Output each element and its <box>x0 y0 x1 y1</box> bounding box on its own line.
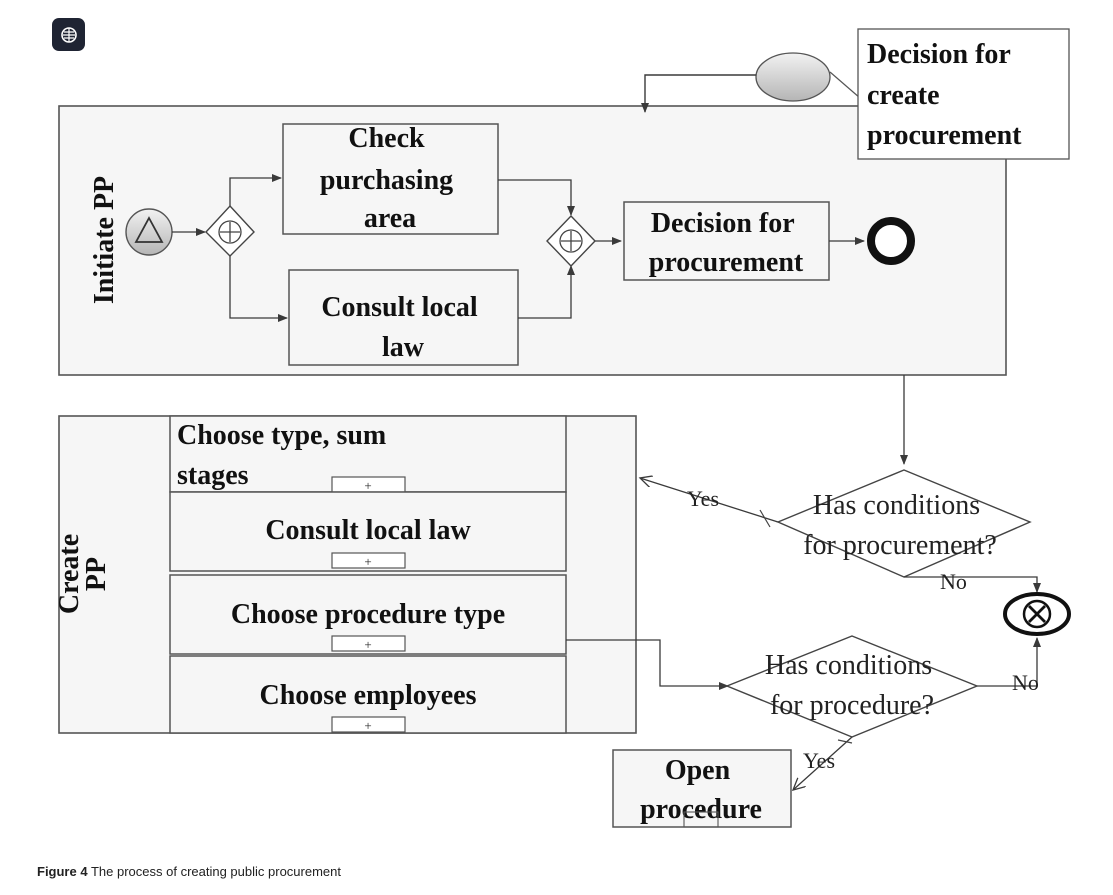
subprocess-1-line1: Choose type, sum <box>177 420 386 451</box>
gateway-procurement-line2: for procurement? <box>803 530 997 561</box>
gateway-procedure-line2: for procedure? <box>770 690 934 721</box>
app-badge[interactable] <box>52 18 85 51</box>
task-check-line2: purchasing <box>320 165 453 196</box>
flow-yes-create <box>640 478 779 523</box>
task-check-purchasing-area[interactable] <box>282 123 499 235</box>
flow-message-pool <box>641 74 756 113</box>
flow-no-right <box>977 637 1041 687</box>
svg-text:Decision for create pr: Decision for create procurement <box>867 39 1022 151</box>
task-check-line1: Check <box>348 123 425 154</box>
task-open-procedure[interactable] <box>612 749 792 828</box>
parallel-gateway-join <box>546 214 596 268</box>
annotation-line1: Decision for <box>867 39 1010 70</box>
task-decision-line2: procurement <box>649 247 804 278</box>
subprocess-4-expand[interactable] <box>331 716 406 733</box>
pool-initiate-label: Initiate PP <box>89 176 120 304</box>
flow-gateway-consult <box>229 256 288 322</box>
task-consult-line2: law <box>382 332 425 363</box>
subprocess-4-line1: Choose employees <box>260 680 477 711</box>
subprocess-3-plus: + <box>364 637 371 652</box>
svg-text:Has conditions for procure: Has conditions for procurement? <box>803 490 997 561</box>
svg-text:Check purchasing area: Check purchasing area <box>320 123 460 234</box>
cancel-end-event <box>1003 592 1071 636</box>
task-open-line1: Open <box>665 755 731 786</box>
brain-icon <box>60 26 77 43</box>
subprocess-1-plus: + <box>364 478 371 493</box>
subprocess-4-plus: + <box>364 718 371 733</box>
gateway-procedure-line1: Has conditions <box>765 650 932 681</box>
end-event <box>867 217 915 265</box>
subprocess-3-expand[interactable] <box>331 635 406 652</box>
caption-label: Figure 4 <box>37 864 88 879</box>
svg-text:Choose type, sum stages: Choose type, sum stages <box>177 420 393 491</box>
task-consult-line1: Consult local <box>321 292 478 323</box>
svg-text:Open procedure: Open procedure <box>640 755 762 825</box>
flow-label-yes-bottom: Yes <box>803 748 835 773</box>
svg-text:Consult local law: Consult local law <box>321 292 484 363</box>
gateway-procurement-line1: Has conditions <box>813 490 980 521</box>
subprocess-2-plus: + <box>364 554 371 569</box>
task-consult-local-law[interactable] <box>288 269 519 366</box>
task-decision-for-procurement[interactable] <box>623 201 830 281</box>
flow-no-cancel <box>904 576 1041 593</box>
task-check-line3: area <box>364 203 416 234</box>
default-slash-top <box>759 509 771 528</box>
annotation-decision-create <box>857 28 1070 160</box>
svg-text:Decision for procurement: Decision for procurement <box>649 208 804 278</box>
subprocess-1-line2: stages <box>177 460 249 491</box>
triangle-icon <box>134 216 164 243</box>
annotation-line2: create <box>867 80 940 111</box>
pool-create-label-1: Create <box>54 534 85 614</box>
start-event <box>125 208 173 256</box>
message-event <box>755 52 831 102</box>
svg-text:Has conditions for procedu: Has conditions for procedure? <box>765 650 939 721</box>
caption-text: The process of creating public procureme… <box>90 864 341 879</box>
figure-caption: Figure 4 The process of creating public … <box>37 864 341 879</box>
task-open-line2: procedure <box>640 794 762 825</box>
default-slash-bottom <box>837 739 853 744</box>
pool-create-label-2: PP <box>81 557 112 591</box>
flow-label-yes-top: Yes <box>687 486 719 511</box>
flow-label-no-right: No <box>1012 670 1039 695</box>
task-decision-line1: Decision for <box>651 208 794 239</box>
association-line <box>829 71 861 99</box>
subprocess-2-line1: Consult local law <box>265 515 471 546</box>
task-open-marker <box>683 811 719 828</box>
annotation-line3: procurement <box>867 120 1022 151</box>
flow-procedure-type-gateway <box>566 639 729 690</box>
subprocess-3-line1: Choose procedure type <box>231 599 505 630</box>
flow-label-no-top: No <box>940 569 967 594</box>
flow-consult-join <box>518 265 575 319</box>
close-icon <box>1028 605 1046 623</box>
subprocess-2-expand[interactable] <box>331 552 406 569</box>
flow-gateway-check <box>229 174 282 206</box>
flow-check-join <box>498 179 575 216</box>
flow-yes-open <box>793 736 853 790</box>
